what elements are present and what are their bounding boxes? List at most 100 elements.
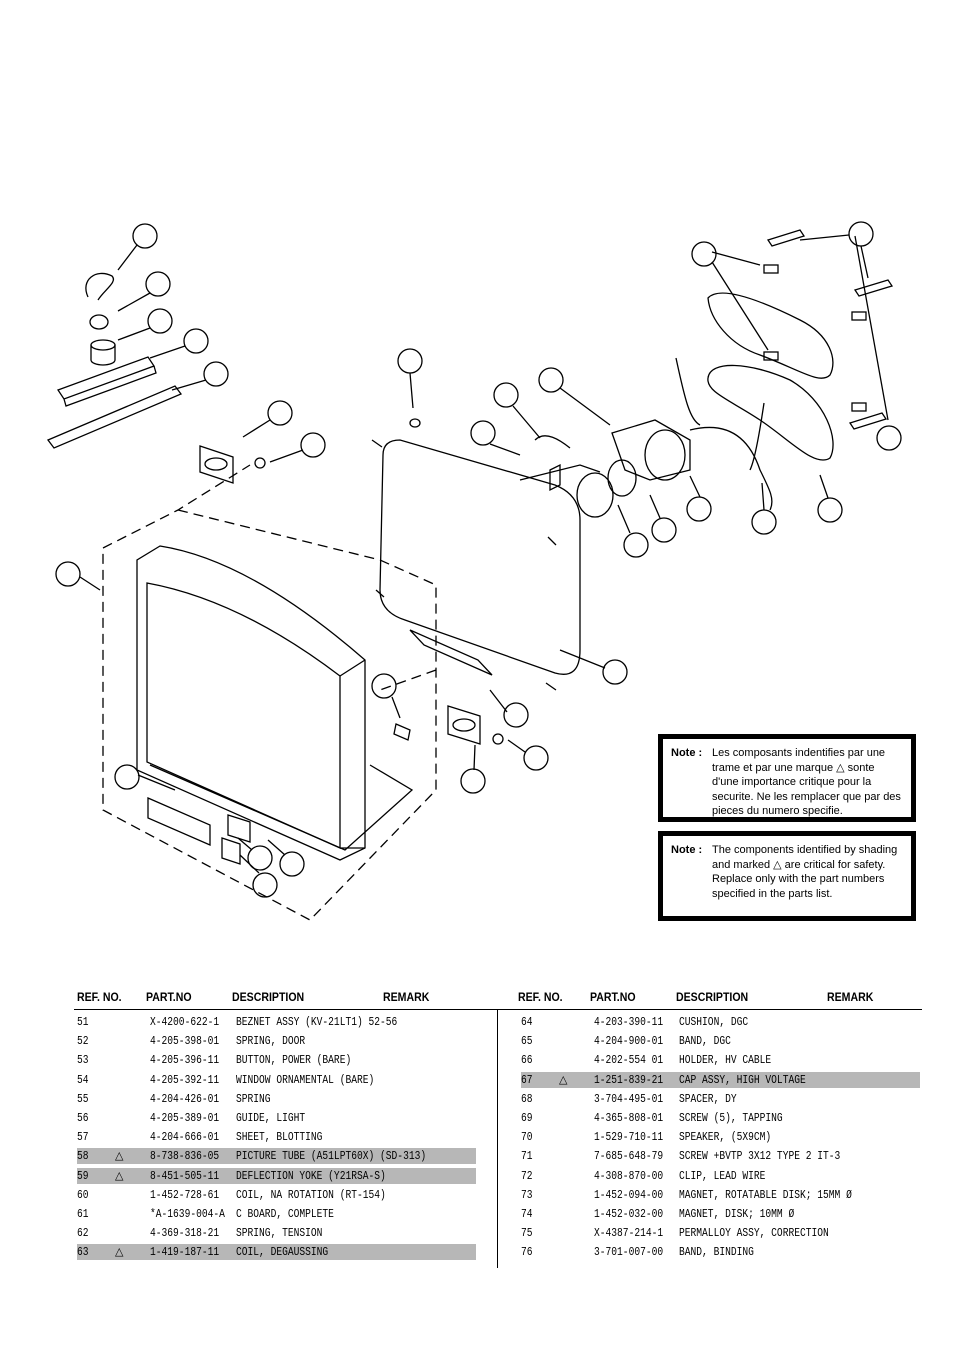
- description-cell: SHEET, BLOTTING: [236, 1130, 323, 1145]
- ref-no-cell: 70: [521, 1130, 533, 1145]
- ref-no-cell: 53: [77, 1053, 89, 1068]
- part-no-cell: 1-251-839-21: [594, 1072, 664, 1087]
- description-cell: SPACER, DY: [679, 1091, 737, 1106]
- table-row: 59 △ 8-451-505-11 DEFLECTION YOKE (Y21RSA-S…: [77, 1167, 476, 1184]
- header-ref-no: REF. NO.: [518, 990, 563, 1004]
- description-cell: SCREW +BVTP 3X12 TYPE 2 IT-3: [679, 1149, 841, 1164]
- description-cell: BEZNET ASSY (KV-21LT1) 52-56: [236, 1015, 398, 1029]
- table-row: 75 X-4387-214-1 PERMALLOY ASSY, CORRECTION: [521, 1225, 920, 1241]
- ref-no-cell: 75: [521, 1226, 533, 1241]
- part-no-cell: 4-202-554 01: [594, 1053, 664, 1068]
- description-cell: MAGNET, DISK; 10MM Ø: [679, 1207, 795, 1221]
- header-remark: REMARK: [827, 990, 874, 1004]
- description-cell: SCREW (5), TAPPING: [679, 1111, 783, 1125]
- description-cell: PICTURE TUBE (A51LPT60X) (SD-313): [236, 1149, 427, 1164]
- note-label: Note :: [671, 747, 703, 759]
- part-no-cell: 4-308-870-00: [594, 1168, 664, 1183]
- callout-circles: [55, 221, 902, 898]
- description-cell: C BOARD, COMPLETE: [236, 1207, 334, 1221]
- note-text: The components identified by shading and…: [712, 844, 898, 900]
- part-no-cell: 4-369-318-21: [150, 1226, 220, 1241]
- table-row: 72 4-308-870-00 CLIP, LEAD WIRE: [521, 1168, 920, 1184]
- header-part-no: PART.NO: [590, 990, 636, 1004]
- table-row: 58 △ 8-738-836-05 PICTURE TUBE (A51LPT60X) …: [77, 1148, 476, 1165]
- safety-note-english: Note : The components identified by shad…: [658, 831, 916, 921]
- description-cell: PERMALLOY ASSY, CORRECTION: [679, 1226, 829, 1241]
- ref-no-cell: 76: [521, 1245, 533, 1260]
- header-rule: [498, 1009, 922, 1010]
- table-row: 62 4-369-318-21 SPRING, TENSION: [77, 1225, 476, 1241]
- ref-no-cell: 60: [77, 1187, 89, 1202]
- part-no-cell: 4-204-426-01: [150, 1091, 220, 1106]
- table-row: 52 4-205-398-01 SPRING, DOOR: [77, 1033, 476, 1049]
- description-cell: CAP ASSY, HIGH VOLTAGE: [679, 1072, 806, 1087]
- ref-no-cell: 58: [77, 1149, 89, 1164]
- part-no-cell: 4-205-398-01: [150, 1034, 220, 1049]
- header-description: DESCRIPTION: [232, 990, 305, 1004]
- ref-no-cell: 68: [521, 1091, 533, 1106]
- part-no-cell: 8-451-505-11: [150, 1168, 220, 1183]
- ref-no-cell: 72: [521, 1168, 533, 1183]
- description-cell: DEFLECTION YOKE (Y21RSA-S): [236, 1168, 386, 1183]
- part-no-cell: 3-701-007-00: [594, 1245, 664, 1260]
- description-cell: COIL, DEGAUSSING: [236, 1245, 329, 1260]
- part-no-cell: 1-452-032-00: [594, 1207, 664, 1221]
- part-no-cell: 1-452-094-00: [594, 1187, 664, 1202]
- ref-no-cell: 54: [77, 1072, 89, 1087]
- part-no-cell: 8-738-836-05: [150, 1149, 220, 1164]
- description-cell: BUTTON, POWER (BARE): [236, 1053, 352, 1068]
- ref-no-cell: 61: [77, 1207, 89, 1221]
- note-label: Note :: [671, 844, 703, 856]
- safety-mark-icon: △: [115, 1149, 124, 1163]
- ref-no-cell: 59: [77, 1168, 89, 1183]
- part-no-cell: 3-704-495-01: [594, 1091, 664, 1106]
- ref-no-cell: 64: [521, 1015, 533, 1029]
- column-divider: [497, 1010, 498, 1268]
- part-no-cell: X-4200-622-1: [150, 1015, 220, 1029]
- part-no-cell: 4-205-389-01: [150, 1111, 220, 1125]
- ref-no-cell: 65: [521, 1034, 533, 1049]
- part-no-cell: 4-365-808-01: [594, 1111, 664, 1125]
- description-cell: SPRING: [236, 1091, 271, 1106]
- header-remark: REMARK: [383, 990, 430, 1004]
- description-cell: BAND, DGC: [679, 1034, 731, 1049]
- part-no-cell: X-4387-214-1: [594, 1226, 664, 1241]
- ref-no-cell: 71: [521, 1149, 533, 1164]
- safety-mark-icon: △: [559, 1072, 568, 1086]
- ref-no-cell: 67: [521, 1072, 533, 1087]
- note-text: Les composants indentifies par une trame…: [712, 747, 901, 817]
- description-cell: CLIP, LEAD WIRE: [679, 1168, 766, 1183]
- description-cell: SPRING, TENSION: [236, 1226, 323, 1241]
- ref-no-cell: 56: [77, 1111, 89, 1125]
- safety-mark-icon: △: [115, 1168, 124, 1182]
- ref-no-cell: 74: [521, 1207, 533, 1221]
- description-cell: GUIDE, LIGHT: [236, 1111, 306, 1125]
- description-cell: SPRING, DOOR: [236, 1034, 306, 1049]
- part-no-cell: 1-452-728-61: [150, 1187, 220, 1202]
- part-no-cell: 4-205-392-11: [150, 1072, 220, 1087]
- table-row: 69 4-365-808-01 SCREW (5), TAPPING: [521, 1110, 920, 1126]
- ref-no-cell: 69: [521, 1111, 533, 1125]
- ref-no-cell: 57: [77, 1130, 89, 1145]
- part-no-cell: 1-419-187-11: [150, 1245, 220, 1260]
- ref-no-cell: 52: [77, 1034, 89, 1049]
- description-cell: CUSHION, DGC: [679, 1015, 749, 1029]
- description-cell: COIL, NA ROTATION (RT-154): [236, 1187, 386, 1202]
- ref-no-cell: 62: [77, 1226, 89, 1241]
- table-row: 56 4-205-389-01 GUIDE, LIGHT: [77, 1110, 476, 1126]
- ref-no-cell: 63: [77, 1245, 89, 1260]
